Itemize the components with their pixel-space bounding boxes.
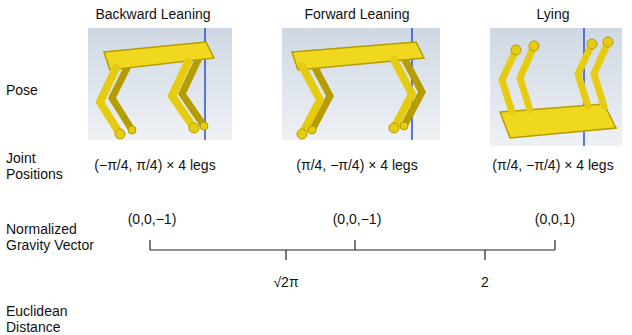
distance-bracket: [150, 240, 555, 260]
row-label: Joint Positions: [6, 150, 70, 182]
gravity-value: (0,0,−1): [128, 211, 177, 227]
row-label: Normalized Gravity Vector: [6, 221, 102, 253]
backward-leaning-render: [88, 28, 232, 140]
joint-value: (π/4, −π/4) × 4 legs: [296, 157, 417, 173]
forward-leaning-render: [282, 28, 440, 140]
distance-value: √2π: [273, 274, 298, 290]
gravity-value: (0,0,1): [535, 211, 575, 227]
column-header: Lying: [537, 6, 570, 22]
distance-value: 2: [481, 274, 489, 290]
row-label: Euclidean Distance: [6, 303, 78, 335]
row-label: Pose: [6, 82, 38, 98]
joint-value: (π/4, −π/4) × 4 legs: [492, 157, 613, 173]
joint-value: (−π/4, π/4) × 4 legs: [94, 157, 215, 173]
gravity-value: (0,0,−1): [333, 211, 382, 227]
column-header: Forward Leaning: [304, 6, 409, 22]
column-header: Backward Leaning: [95, 6, 210, 22]
lying-render: [490, 28, 622, 146]
